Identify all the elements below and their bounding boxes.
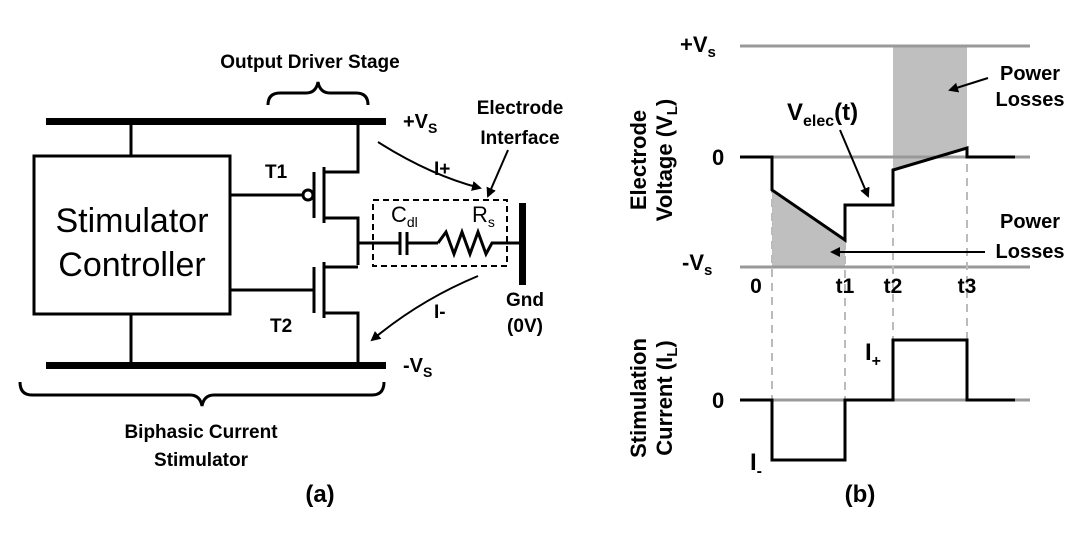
- output-driver-brace: [266, 81, 370, 106]
- i-minus-level-label: I-: [750, 449, 762, 480]
- i-minus-arrow: [370, 275, 479, 342]
- caption-a: (a): [305, 481, 334, 508]
- electrode-bar: [519, 203, 526, 285]
- time-label-0: 0: [750, 275, 762, 298]
- time-label-t3: t3: [958, 275, 977, 298]
- vs-top-label: +Vs: [680, 32, 716, 61]
- power-loss-region-2: [893, 46, 967, 170]
- biphasic-label-1: Biphasic Current: [124, 422, 278, 443]
- svg-text:Voltage (VL): Voltage (VL): [652, 99, 681, 221]
- power-losses-top-1: Power: [1000, 63, 1060, 85]
- vs-pos-rail: [46, 118, 386, 125]
- time-label-t2: t2: [884, 275, 903, 298]
- cdl-label: Cdl: [391, 202, 418, 230]
- electrode-label-1: Electrode: [477, 98, 564, 119]
- electrode-label-2: Interface: [480, 128, 559, 149]
- controller-label-2: Controller: [58, 246, 205, 284]
- zero-current-label: 0: [712, 388, 724, 413]
- panel-a: Output Driver Stage +VS -VS Stimulator C…: [18, 52, 564, 508]
- power-losses-top-2: Losses: [996, 89, 1065, 111]
- capacitor-cdl: [385, 232, 438, 255]
- velec-pointer: [839, 129, 870, 198]
- ylabel-voltage: Electrode Voltage (VL): [626, 99, 681, 221]
- controller-label-1: Stimulator: [55, 202, 208, 240]
- stimulation-current-waveform: [740, 338, 1015, 462]
- svg-text:Current (IL): Current (IL): [652, 340, 681, 456]
- t1-label: T1: [265, 162, 288, 183]
- ylabel-current: Stimulation Current (IL): [626, 338, 681, 458]
- vs-neg-rail: [46, 362, 386, 369]
- power-losses-top-pointer: [948, 77, 989, 93]
- panel-b: +Vs -Vs 0 0 0 t1 t2 t3 Electrode Voltage…: [626, 32, 1064, 508]
- power-loss-region-1: [772, 190, 845, 267]
- resistor-rs: [436, 227, 522, 259]
- output-driver-label: Output Driver Stage: [220, 52, 399, 73]
- i-plus-arrow: [377, 141, 482, 191]
- power-losses-bot-2: Losses: [996, 241, 1065, 263]
- vs-neg-label: -VS: [403, 355, 432, 380]
- rs-label: Rs: [472, 202, 495, 230]
- stimulator-controller-box: [32, 154, 232, 316]
- vs-pos-label: +VS: [403, 111, 437, 136]
- zero-voltage-label: 0: [712, 145, 724, 170]
- power-losses-bot-1: Power: [1000, 211, 1060, 233]
- time-label-t1: t1: [836, 275, 855, 298]
- t2-label: T2: [270, 316, 292, 337]
- transistor-t2: [312, 262, 360, 362]
- i-plus-level-label: I+: [865, 339, 881, 370]
- electrode-pointer: [486, 149, 509, 198]
- svg-text:Electrode: Electrode: [626, 110, 651, 210]
- gnd-label-1: Gnd: [506, 290, 544, 311]
- i-minus-label: I-: [434, 302, 446, 323]
- vs-bot-label: -Vs: [682, 250, 712, 279]
- electrode-voltage-waveform: [740, 145, 1015, 243]
- svg-text:Stimulation: Stimulation: [626, 338, 651, 458]
- i-plus-label: I+: [434, 159, 450, 180]
- caption-b: (b): [845, 481, 876, 508]
- transistor-t1: [301, 125, 360, 265]
- biphasic-label-2: Stimulator: [154, 450, 249, 471]
- biphasic-brace: [18, 381, 386, 407]
- velec-label: Velec(t): [787, 99, 858, 130]
- gnd-label-2: (0V): [507, 316, 543, 337]
